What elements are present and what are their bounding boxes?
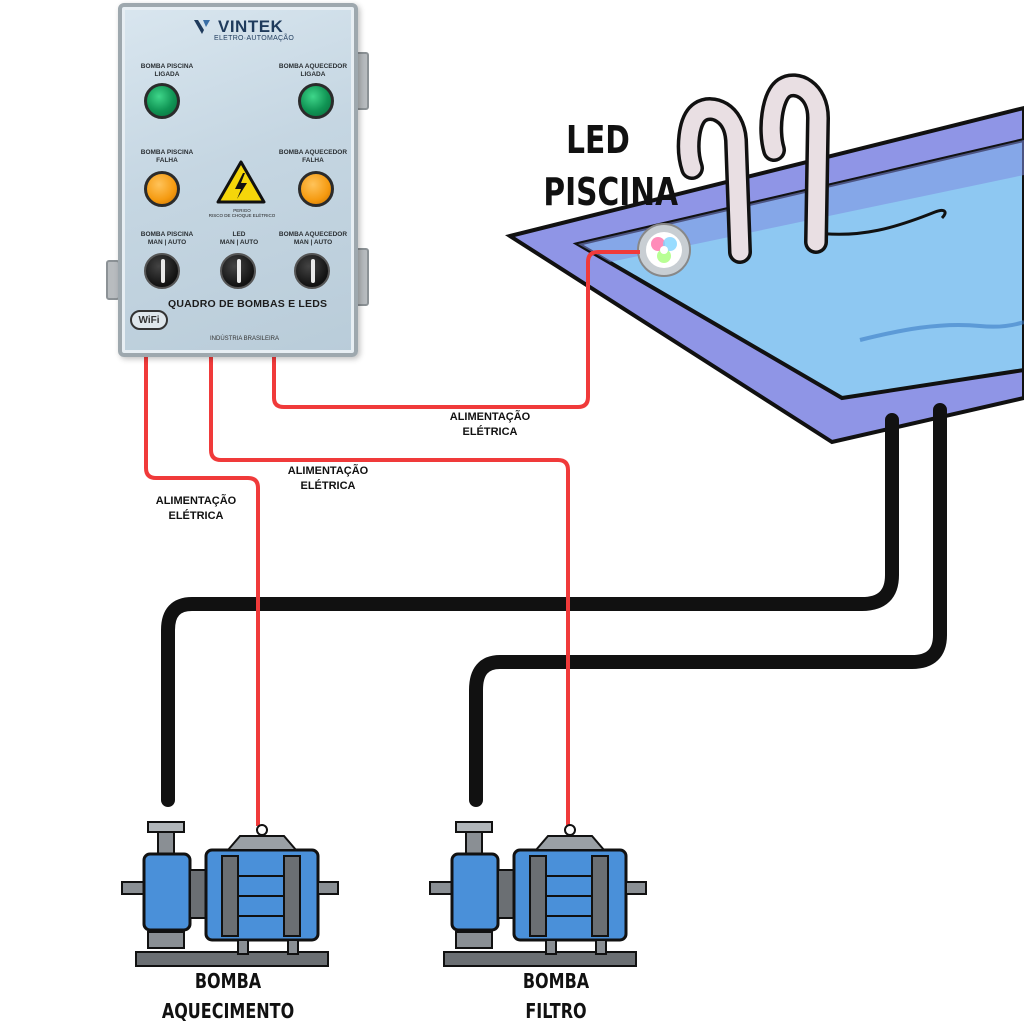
pipe-heater bbox=[161, 413, 899, 807]
indicator-pump-pool-on bbox=[144, 83, 180, 119]
label-pump-pool-on: BOMBA PISCINA LIGADA bbox=[140, 63, 194, 78]
cable-led bbox=[272, 250, 640, 409]
pool bbox=[505, 73, 1024, 445]
electric-hazard-icon bbox=[216, 160, 266, 204]
panel-title: QUADRO DE BOMBAS E LEDS bbox=[168, 298, 328, 310]
label-pump-heater-fault: BOMBA AQUECEDOR FALHA bbox=[278, 149, 348, 164]
water-pipes bbox=[161, 403, 947, 807]
label-pump-heater-on: BOMBA AQUECEDOR LIGADA bbox=[278, 63, 348, 78]
wifi-icon: WiFi bbox=[130, 310, 168, 330]
label-switch-heater: BOMBA AQUECEDOR MAN | AUTO bbox=[278, 231, 348, 246]
cable-label-filter: ALIMENTAÇÃO ELÉTRICA bbox=[287, 465, 369, 492]
panel-footer: INDÚSTRIA BRASILEIRA bbox=[210, 336, 280, 342]
water-wave-1 bbox=[809, 208, 947, 236]
pipe-filter bbox=[469, 403, 947, 807]
pump-heater-label: BOMBA AQUECIMENTO bbox=[161, 969, 295, 1023]
vintek-logo-icon bbox=[194, 20, 210, 34]
brand-subtitle: ELETRO·AUTOMAÇÃO bbox=[214, 35, 295, 42]
brand: VINTEK bbox=[192, 17, 283, 37]
water-wave-2 bbox=[859, 320, 1024, 342]
control-panel: VINTEK ELETRO·AUTOMAÇÃO BOMBA PISCINA LI… bbox=[118, 3, 358, 357]
led-pool-label: LED PISCINA bbox=[543, 118, 679, 214]
pump-filter-label: BOMBA FILTRO bbox=[522, 969, 590, 1023]
label-switch-led: LED MAN | AUTO bbox=[219, 231, 259, 246]
ladder-rail-right-fill bbox=[762, 76, 827, 251]
power-cables bbox=[144, 250, 640, 826]
indicator-pump-heater-fault bbox=[298, 171, 334, 207]
ladder-rail-left-fill bbox=[680, 100, 749, 261]
cable-label-heater: ALIMENTAÇÃO ELÉTRICA bbox=[155, 495, 237, 522]
warning-text: PERIGO RISCO DE CHOQUE ELÉTRICO bbox=[208, 208, 276, 218]
label-switch-pool: BOMBA PISCINA MAN | AUTO bbox=[140, 231, 194, 246]
cable-filter bbox=[209, 356, 570, 826]
pump-filter bbox=[429, 821, 647, 967]
cable-heater bbox=[144, 356, 260, 826]
indicator-pump-pool-fault bbox=[144, 171, 180, 207]
switch-pump-heater[interactable] bbox=[294, 253, 330, 289]
switch-pump-pool[interactable] bbox=[144, 253, 180, 289]
pool-led-light bbox=[637, 223, 691, 277]
pump-heater bbox=[121, 821, 339, 967]
pool-inner-wall bbox=[578, 140, 1024, 262]
indicator-pump-heater-on bbox=[298, 83, 334, 119]
brand-name: VINTEK bbox=[218, 17, 284, 36]
switch-led[interactable] bbox=[220, 253, 256, 289]
label-pump-pool-fault: BOMBA PISCINA FALHA bbox=[140, 149, 194, 164]
cable-label-led: ALIMENTAÇÃO ELÉTRICA bbox=[449, 411, 531, 438]
